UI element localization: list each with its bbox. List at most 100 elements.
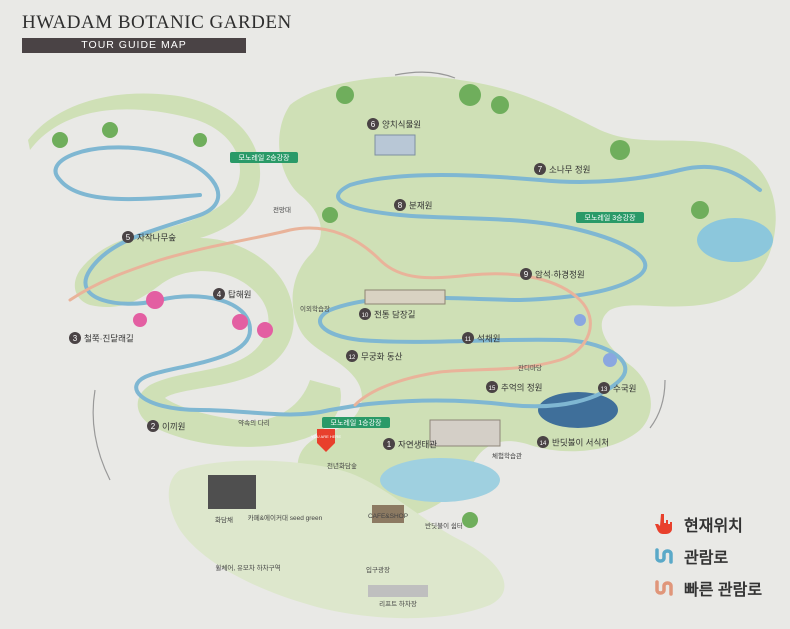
pond-center (380, 458, 500, 502)
zone-number-badge (213, 288, 225, 300)
buildings (208, 134, 501, 597)
tree (610, 140, 630, 160)
zone-label-4[interactable]: 4 탑해원 (213, 288, 251, 300)
lift-station (368, 585, 428, 597)
zone-number: 9 (524, 270, 529, 279)
zone-label-1[interactable]: 1 자연생태관 (383, 438, 437, 450)
direction-arrows (92, 71, 666, 481)
legend-label-fast: 빠른 관람로 (684, 582, 763, 599)
zone-number-badge (359, 308, 371, 320)
lift-stop-label: 리프트 하차장 (379, 599, 417, 608)
flower (232, 314, 248, 330)
tree (691, 201, 709, 219)
flowers (133, 291, 617, 367)
zone-number: 8 (398, 201, 403, 210)
legend-row-fast: 빠른 관람로 (652, 572, 788, 604)
entrance-plaza-label: 입구광장 (366, 565, 390, 574)
pond-east (697, 218, 773, 262)
station-label: 모노레일 2승강장 (239, 153, 290, 162)
zone-number: 4 (217, 290, 222, 299)
zone-number-badge (394, 199, 406, 211)
water (380, 218, 773, 502)
station-label: 모노레일 1승강장 (331, 418, 382, 427)
zone-number-badge (367, 118, 379, 130)
zone-name: 양치식물원 (382, 120, 421, 130)
zone-number-badge (346, 350, 358, 362)
flower (603, 353, 617, 367)
zone-number: 1 (387, 440, 392, 449)
flower (574, 314, 586, 326)
station-badge (322, 417, 390, 428)
zone-number-badge (537, 436, 549, 448)
legend-row-trail: 관람로 (652, 540, 788, 572)
land-west (28, 93, 341, 447)
seed-bank-label: 카페&에이커대 seed green (248, 513, 323, 522)
zone-number: 7 (538, 165, 543, 174)
zone-name: 이끼원 (162, 422, 185, 432)
tree (52, 132, 68, 148)
zone-number-badge (147, 420, 159, 432)
tree (102, 122, 118, 138)
zone-number-badge (598, 382, 610, 394)
zone-name: 전통 담장길 (374, 310, 415, 320)
zone-name: 소나무 정원 (549, 165, 590, 175)
zone-name: 탑해원 (228, 290, 251, 300)
firefly-pond (538, 392, 618, 428)
zone-name: 분재원 (409, 201, 432, 211)
zone-number-badge (520, 268, 532, 280)
outdoor-learning-label: 이외학습장 (300, 304, 330, 313)
zone-number: 15 (489, 386, 496, 392)
drop-off-label: 휠체어, 유모차 하차구역 (215, 563, 280, 572)
hand-pointer-icon (655, 514, 672, 534)
zone-name: 추억의 정원 (501, 383, 542, 393)
zone-number-badge (122, 231, 134, 243)
legend-row-current: 현재위치 (652, 508, 788, 540)
zone-label-9[interactable]: 9 암석·하경정원 (520, 268, 585, 280)
map-legend: 현재위치 관람로 빠른 관람로 (652, 508, 788, 604)
tree (491, 96, 509, 114)
zone-label-8[interactable]: 8 분재원 (394, 199, 432, 211)
legend-label-trail: 관람로 (684, 550, 729, 567)
tree (322, 207, 338, 223)
trail-fast (68, 226, 592, 407)
arrow (92, 389, 111, 481)
zone-label-15[interactable]: 15 추억의 정원 (486, 381, 542, 393)
tree (336, 86, 354, 104)
zone-number: 14 (540, 441, 547, 447)
zone-number-badge (534, 163, 546, 175)
cafe-label: CAFE&SHOP (368, 513, 408, 520)
traditional-wall (364, 289, 446, 305)
zone-name: 자연생태관 (398, 440, 437, 450)
ticket-label: 화담채 (215, 516, 233, 524)
you-are-here-marker: YOU ARE HERE (311, 429, 341, 452)
arrow (394, 71, 456, 79)
thousand-year-label: 천년화담숲 (327, 461, 357, 470)
flower (146, 291, 164, 309)
zone-label-7[interactable]: 7 소나무 정원 (534, 163, 590, 175)
tree (462, 512, 478, 528)
zone-number-badge (69, 332, 81, 344)
flower (257, 322, 273, 338)
tree (459, 84, 481, 106)
zone-name: 암석·하경정원 (535, 270, 585, 280)
ticket-building (208, 475, 256, 509)
zone-name: 수국원 (613, 384, 636, 394)
fern-greenhouse (374, 134, 416, 156)
firefly-shelter-label: 반딧불이 쉼터 (425, 521, 463, 530)
nature-hall (429, 419, 501, 447)
flower (133, 313, 147, 327)
marker-pin (317, 429, 335, 452)
station-badge (576, 212, 644, 223)
zone-number: 3 (73, 334, 78, 343)
